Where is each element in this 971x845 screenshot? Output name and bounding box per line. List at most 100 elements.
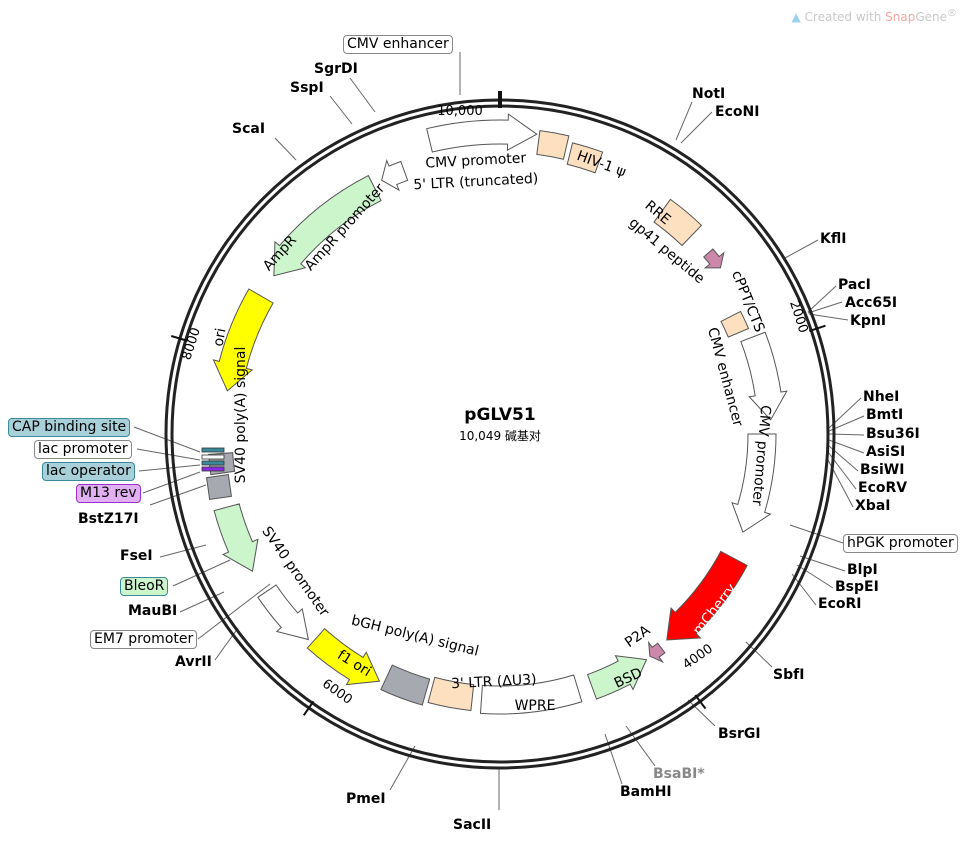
feature-ampr-promoter[interactable]: [381, 158, 409, 192]
feature-bgh-poly-a-signal[interactable]: [380, 664, 431, 706]
lac-site-mark[interactable]: [201, 447, 225, 453]
feature-label: 5' LTR (truncated): [413, 171, 539, 194]
features: [201, 113, 788, 715]
leader-line: [789, 524, 844, 544]
leader-line: [808, 313, 849, 321]
enzyme-site-15[interactable]: XbaI: [855, 498, 891, 514]
tick-mark: [302, 700, 315, 716]
feature-cmv-promoter[interactable]: [731, 433, 777, 533]
feature-tag-bleor[interactable]: BleoR: [120, 577, 169, 596]
enzyme-site-11[interactable]: Bsu36I: [866, 426, 920, 442]
feature-label: ori: [211, 327, 230, 348]
enzyme-site-10[interactable]: BmtI: [866, 407, 904, 423]
leader-line: [680, 111, 713, 144]
feature-tag-lac-promoter[interactable]: lac promoter: [34, 440, 132, 459]
enzyme-site-3[interactable]: NotI: [692, 86, 726, 102]
feature-label: 3' LTR (ΔU3): [451, 672, 537, 692]
snapgene-watermark: ▲ Created with SnapGene®: [791, 8, 957, 24]
feature-label: CMV enhancer: [704, 326, 746, 429]
tick-label: 10,000: [437, 104, 483, 119]
label-leader-lines: [133, 52, 865, 810]
feature-bsd[interactable]: [586, 655, 648, 700]
feature-3-ltr-u3-[interactable]: [427, 676, 475, 712]
feature-cmv-enhancer[interactable]: [740, 331, 788, 421]
feature-tag-em7-promoter[interactable]: EM7 promoter: [90, 630, 198, 649]
enzyme-site-21[interactable]: BsaBI*: [653, 766, 705, 782]
enzyme-site-19[interactable]: SbfI: [773, 667, 805, 683]
feature-label: CMV promoter: [425, 150, 527, 171]
feature-tag-hpgk-promoter[interactable]: hPGK promoter: [843, 534, 958, 553]
feature-tag-cmv-enhancer[interactable]: CMV enhancer: [343, 35, 453, 54]
enzyme-site-25[interactable]: AvrII: [175, 654, 212, 670]
leader-line: [274, 137, 297, 161]
leader-line: [142, 471, 201, 494]
feature-tag-m13-rev[interactable]: M13 rev: [76, 484, 141, 503]
feature-sv40-promoter[interactable]: [257, 584, 310, 641]
enzyme-site-20[interactable]: BsrGI: [718, 726, 761, 742]
enzyme-site-1[interactable]: SspI: [290, 80, 324, 96]
leader-line: [214, 627, 239, 661]
enzyme-site-16[interactable]: BlpI: [847, 562, 878, 578]
tick-mark: [171, 335, 188, 342]
feature-label: WPRE: [515, 698, 556, 714]
feature-rre[interactable]: [653, 198, 703, 247]
feature-label: SV40 poly(A) signal: [233, 347, 249, 484]
feature-cmv-promoter[interactable]: [426, 113, 538, 153]
leader-line: [796, 564, 834, 589]
enzyme-site-24[interactable]: PmeI: [346, 791, 386, 807]
enzyme-site-9[interactable]: NheI: [863, 389, 900, 405]
enzyme-site-22[interactable]: BamHI: [620, 784, 672, 800]
leader-line: [807, 285, 837, 313]
feature-hiv-1-[interactable]: [566, 142, 604, 174]
enzyme-site-28[interactable]: BstZ17I: [78, 511, 139, 527]
feature-label: bGH poly(A) signal: [350, 613, 481, 660]
feature-mcherry[interactable]: [666, 550, 748, 641]
bstz17i-region-box: [206, 474, 232, 500]
enzyme-site-14[interactable]: EcoRV: [858, 480, 908, 496]
enzyme-site-17[interactable]: BspEI: [835, 579, 879, 595]
tick-mark: [694, 694, 707, 710]
tick-mark: [809, 324, 826, 333]
enzyme-site-27[interactable]: FseI: [120, 548, 153, 564]
feature-gp41-peptide[interactable]: [703, 248, 725, 269]
enzyme-site-23[interactable]: SacII: [453, 817, 492, 833]
leader-line: [807, 301, 843, 314]
leader-line: [138, 464, 201, 472]
enzyme-site-2[interactable]: ScaI: [232, 121, 266, 137]
feature-5-ltr-truncated-[interactable]: [536, 130, 570, 160]
enzyme-site-12[interactable]: AsiSI: [866, 444, 906, 460]
enzyme-site-5[interactable]: KflI: [820, 231, 847, 247]
leader-line: [625, 725, 656, 767]
feature-ampr[interactable]: [273, 174, 382, 277]
enzyme-site-6[interactable]: PacI: [838, 277, 871, 293]
enzyme-site-8[interactable]: KpnI: [850, 313, 887, 329]
enzyme-site-0[interactable]: SgrDI: [314, 61, 358, 77]
feature-p2a[interactable]: [648, 640, 666, 664]
feature-tag-cap-binding-site[interactable]: CAP binding site: [8, 418, 131, 437]
lac-site-mark[interactable]: [201, 466, 225, 472]
enzyme-site-7[interactable]: Acc65I: [845, 295, 898, 311]
feature-wpre[interactable]: [479, 674, 583, 715]
leader-line: [389, 745, 416, 791]
leader-line: [784, 239, 819, 259]
leader-line: [329, 95, 353, 125]
leader-line: [687, 699, 716, 727]
enzyme-site-26[interactable]: MauBI: [128, 603, 178, 619]
leader-line: [197, 583, 271, 640]
leader-line: [675, 101, 693, 141]
leader-line: [159, 544, 207, 558]
lac-site-mark[interactable]: [201, 454, 225, 460]
feature-bleor[interactable]: [213, 503, 259, 572]
feature-cppt-cts[interactable]: [720, 310, 750, 338]
leader-line: [179, 591, 225, 613]
enzyme-site-18[interactable]: EcoRI: [818, 596, 862, 612]
plasmid-size: 10,049 碱基对: [459, 429, 541, 443]
enzyme-site-13[interactable]: BsiWI: [860, 462, 905, 478]
feature-ori[interactable]: [212, 288, 274, 392]
feature-tag-lac-operator[interactable]: lac operator: [42, 462, 135, 481]
enzyme-site-4[interactable]: EcoNI: [715, 104, 760, 120]
lac-site-mark[interactable]: [201, 460, 225, 466]
feature-f1-ori[interactable]: [306, 627, 381, 686]
leader-line: [349, 77, 376, 113]
